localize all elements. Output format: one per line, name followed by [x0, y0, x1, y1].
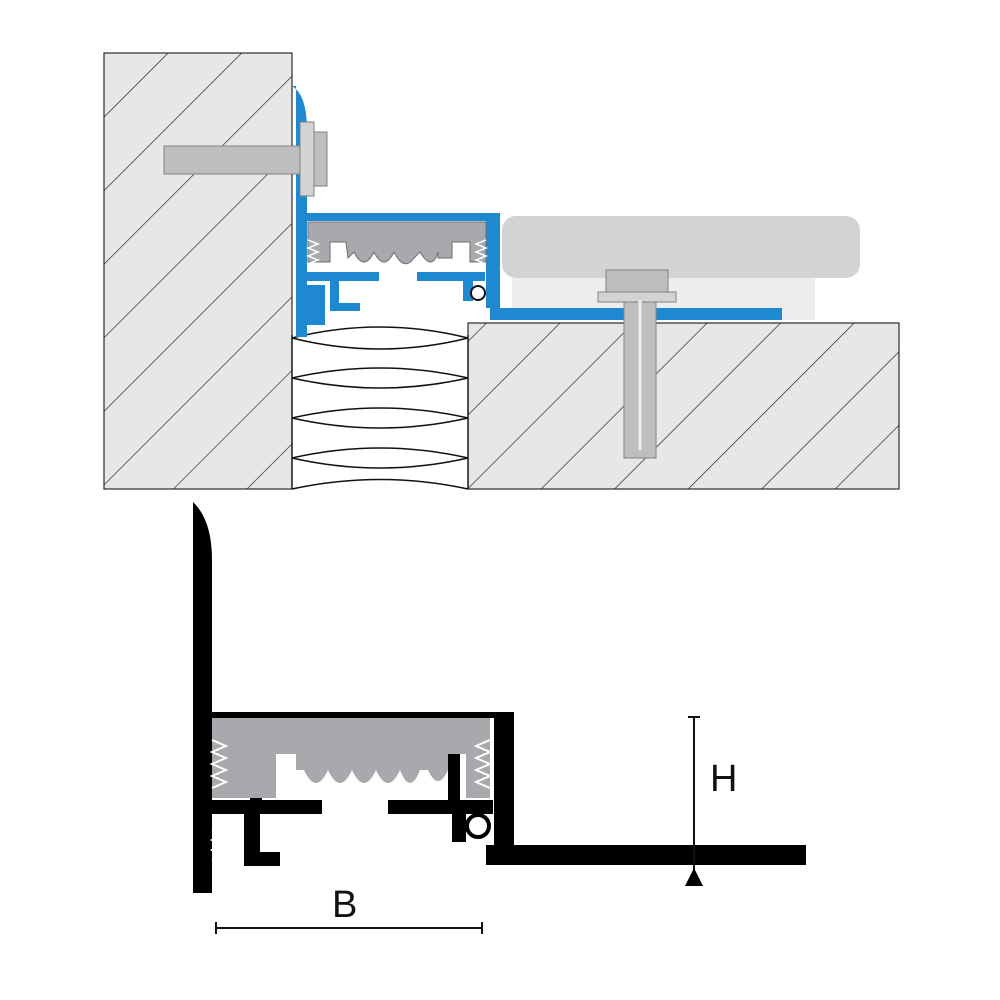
concrete-slab-right — [467, 322, 900, 490]
rubber-insert-bottom — [209, 718, 493, 861]
width-dimension: B — [215, 884, 483, 934]
profile-bead-bottom — [465, 813, 491, 839]
foam-filler — [291, 326, 469, 490]
floor-covering-tile — [502, 216, 860, 320]
height-label: H — [710, 758, 737, 800]
profile-cross-section: H B — [193, 502, 806, 934]
wall-anchor-bolt — [163, 121, 328, 197]
concrete-wall-left — [103, 52, 293, 490]
width-label: B — [332, 884, 357, 926]
installation-section — [103, 52, 900, 490]
triangle-up-icon — [685, 868, 703, 886]
aluminium-profile-black — [193, 502, 806, 893]
rubber-insert-top — [305, 221, 489, 265]
profile-bead-top — [470, 285, 486, 301]
height-dimension: H — [685, 716, 737, 886]
floor-anchor-bolt — [597, 269, 677, 459]
